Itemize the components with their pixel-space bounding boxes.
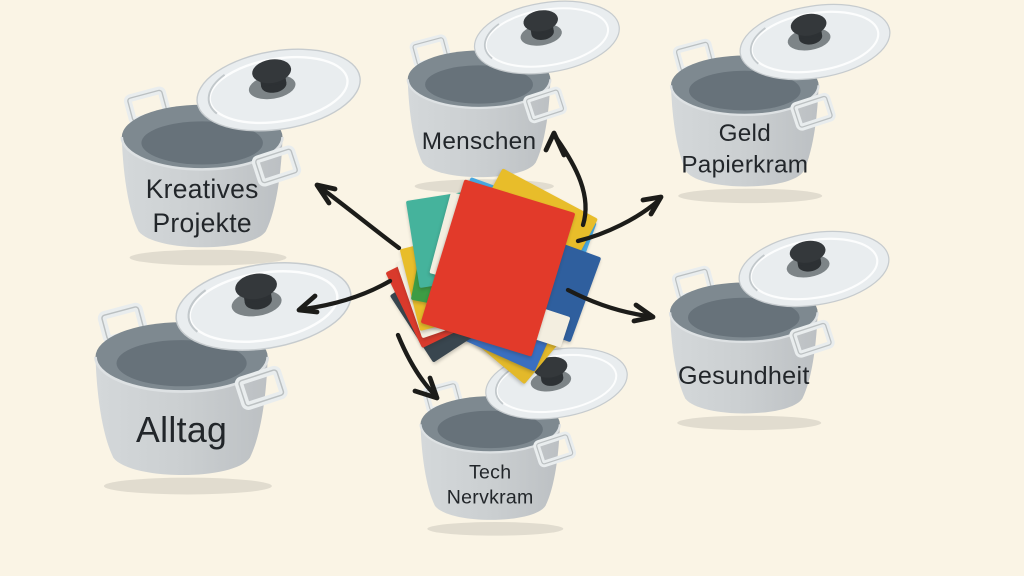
folder-pile — [385, 168, 612, 385]
pot-shadow — [103, 477, 272, 495]
pot-alltag: Alltag — [85, 254, 358, 506]
pot-interior-shadow — [141, 121, 263, 165]
pot-gesundheit: Gesundheit — [661, 224, 895, 440]
pot-geld-papierkram: Geld Papierkram — [662, 0, 896, 213]
pot-label-line: Gesundheit — [678, 361, 810, 390]
pot-kreatives-projekte: Kreatives Projekte — [112, 41, 367, 276]
pot-handle-right — [234, 365, 288, 410]
pot-label-tech-nervkram: Tech Nervkram — [412, 455, 568, 515]
lid-knob — [790, 13, 827, 36]
pot-lid — [738, 230, 890, 308]
pot-interior-shadow — [425, 65, 533, 104]
pot-graphic — [669, 3, 891, 204]
pot-graphic — [94, 262, 352, 495]
pot-label-line: Kreatives — [145, 174, 259, 205]
lid-knob — [235, 273, 277, 300]
pot-graphic — [668, 230, 890, 431]
pot-label-menschen: Menschen — [399, 111, 559, 172]
pot-label-line: Geld — [718, 119, 771, 147]
lid-knob — [252, 59, 292, 84]
pot-label-line: Tech — [469, 460, 512, 483]
pot-handle-right — [251, 145, 302, 187]
pot-interior-shadow — [116, 340, 247, 387]
pot-interior-shadow — [689, 70, 801, 111]
pot-interior-shadow — [437, 410, 543, 449]
pot-shadow — [677, 415, 822, 431]
pot-handle-right — [523, 86, 567, 124]
pot-interior-shadow — [688, 297, 800, 338]
pot-label-gesundheit: Gesundheit — [661, 345, 827, 408]
pot-graphic — [120, 48, 361, 266]
pot-label-kreatives-projekte: Kreatives Projekte — [112, 172, 292, 241]
pot-graphic — [406, 0, 620, 194]
pot-label-alltag: Alltag — [85, 395, 278, 469]
pot-label-line: Projekte — [152, 208, 252, 238]
pot-lid — [196, 48, 361, 132]
pot-lid — [473, 0, 620, 75]
pot-label-line: Menschen — [421, 127, 537, 155]
pot-label-line: Papierkram — [681, 150, 809, 178]
pot-lid — [739, 3, 891, 81]
pot-shadow — [129, 249, 287, 266]
lid-knob — [789, 240, 826, 263]
pot-shadow — [427, 522, 564, 536]
pot-handle-right — [790, 92, 836, 131]
pot-menschen: Menschen — [399, 0, 625, 203]
lid-knob — [523, 10, 559, 32]
pot-handle-right — [789, 319, 835, 358]
pot-label-line: Nervkram — [446, 485, 534, 508]
pot-label-line: Alltag — [135, 410, 228, 451]
pot-handle-right — [533, 431, 577, 468]
pot-shadow — [678, 188, 823, 204]
pot-label-geld-papierkram: Geld Papierkram — [662, 118, 828, 181]
